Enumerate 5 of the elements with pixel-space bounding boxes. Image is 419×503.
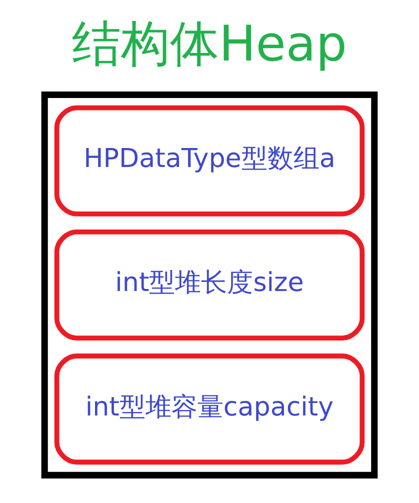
node-box: HPDataType型数组a — [54, 105, 365, 216]
node-box: int型堆长度size — [54, 229, 365, 340]
cluster — [41, 92, 378, 478]
diagram-title: 结构体Heap — [72, 15, 348, 72]
node-box: int型堆容量capacity — [54, 354, 365, 465]
